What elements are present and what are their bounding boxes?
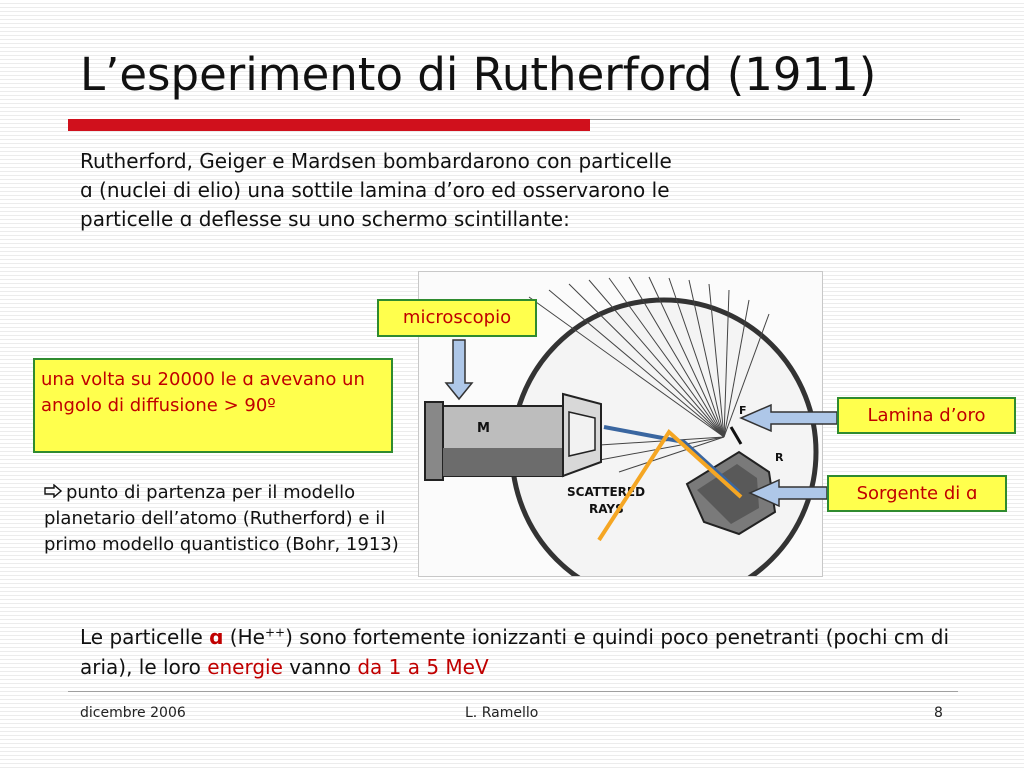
lamina-left-arrow	[739, 403, 838, 433]
intro-text: Rutherford, Geiger e Mardsen bombardaron…	[80, 149, 672, 231]
footer-date: dicembre 2006	[80, 705, 186, 721]
alpha-source-block	[685, 450, 777, 536]
blue-track	[603, 425, 741, 494]
footer-page-number: 8	[934, 705, 943, 721]
sorgente-left-arrow	[748, 478, 828, 508]
footer-author: L. Ramello	[465, 705, 539, 721]
gold-foil-mark	[729, 426, 743, 445]
energy-range: da 1 a 5 MeV	[357, 655, 489, 679]
title-underline-grey	[590, 119, 960, 120]
scattered-ray-lines	[528, 276, 770, 473]
label-r: R	[775, 451, 784, 464]
right-arrow-icon	[44, 480, 66, 506]
alpha-symbol: ɑ	[209, 625, 224, 649]
punto-text: punto di partenza per il modello planeta…	[44, 482, 399, 555]
bottom-text-3: ) sono fortemente ionizzanti e quindi po…	[80, 625, 950, 679]
footer-rule	[68, 691, 958, 692]
microscope-tube	[424, 392, 602, 481]
apparatus-drawing: M F R SCATTERED RAYS	[424, 276, 819, 607]
callout-microscopio: microscopio	[377, 299, 537, 337]
orange-track	[597, 428, 743, 542]
bottom-text-2: (He	[223, 625, 265, 649]
callout-scattering-rate: una volta su 20000 le ɑ avevano un angol…	[33, 358, 393, 453]
energie-word: energie	[207, 655, 283, 679]
bullet-punto-partenza: punto di partenza per il modello planeta…	[44, 480, 409, 558]
bottom-text-1: Le particelle	[80, 625, 210, 649]
slide-title: L’esperimento di Rutherford (1911)	[80, 48, 877, 101]
callout-lamina: Lamina d’oro	[837, 397, 1016, 434]
label-m: M	[477, 421, 490, 436]
bottom-text-4: vanno	[282, 655, 358, 679]
microscope-down-arrow	[444, 339, 474, 401]
title-underline-red	[68, 119, 590, 131]
label-f: F	[739, 404, 747, 417]
callout-sorgente: Sorgente di ɑ	[827, 475, 1007, 512]
helium-charge: ++	[264, 625, 286, 640]
bottom-paragraph: Le particelle ɑ (He++) sono fortemente i…	[80, 622, 960, 682]
